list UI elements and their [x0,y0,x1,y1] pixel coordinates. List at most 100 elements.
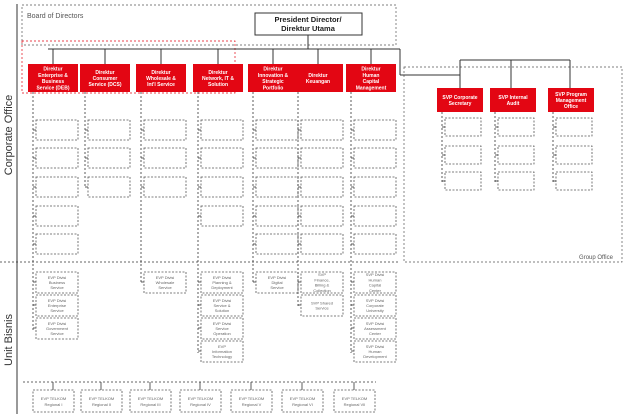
sub-unit-box[interactable] [200,119,244,141]
regional-box[interactable] [333,389,376,413]
business-unit-box[interactable] [200,294,244,317]
sub-unit-box[interactable] [143,119,187,141]
business-unit-box[interactable] [300,294,344,317]
svp-sub-unit-box[interactable] [555,117,593,137]
sub-unit-box[interactable] [143,147,187,169]
sub-unit-box[interactable] [353,147,397,169]
regional-label: EVP TELKOM [138,396,163,401]
svp-title: Audit [507,101,520,107]
business-unit-box[interactable] [353,271,397,294]
director-title: Innovation & [258,73,289,79]
sub-unit-box[interactable] [35,147,79,169]
business-unit-label: Human [369,277,382,282]
regional-box[interactable] [230,389,273,413]
sub-unit-box[interactable] [35,233,79,255]
sub-unit-box[interactable] [255,176,299,198]
sub-unit-box[interactable] [200,205,244,227]
regional-box[interactable] [179,389,222,413]
svp-title: SVP Program [555,92,587,98]
business-unit-label: Service [270,285,284,290]
director-box[interactable] [346,64,396,92]
sub-unit-box[interactable] [255,147,299,169]
svp-box[interactable] [548,88,594,112]
svp-box[interactable] [490,88,536,112]
business-unit-box[interactable] [35,294,79,317]
regional-label-2: Regional VI [292,402,313,407]
business-unit-box[interactable] [353,294,397,317]
svp-box[interactable] [437,88,483,112]
sub-unit-box[interactable] [255,119,299,141]
sub-unit-box[interactable] [143,176,187,198]
red-group-frame [21,40,236,94]
sub-unit-box[interactable] [255,233,299,255]
business-unit-label: EVP Divisi [156,275,175,280]
business-unit-label: Deployment [211,285,233,290]
svp-sub-unit-box[interactable] [497,171,535,191]
business-unit-box[interactable] [143,271,187,294]
director-box[interactable] [80,64,130,92]
regional-label-2: Regional IV [190,402,211,407]
svp-sub-unit-box[interactable] [444,145,482,165]
sub-unit-box[interactable] [353,119,397,141]
sub-unit-box[interactable] [87,119,131,141]
business-unit-label: Collection [313,288,331,293]
sub-unit-box[interactable] [353,233,397,255]
director-box[interactable] [28,64,78,92]
svp-sub-unit-box[interactable] [555,171,593,191]
sub-unit-box[interactable] [35,176,79,198]
sub-unit-box[interactable] [300,205,344,227]
business-unit-label: EVP Divisi [48,298,67,303]
director-title: Capital [363,79,380,85]
regional-label-2: Regional II [92,402,111,407]
sub-unit-box[interactable] [353,205,397,227]
sub-unit-box[interactable] [300,147,344,169]
business-unit-label: University [366,308,384,313]
sub-unit-box[interactable] [35,205,79,227]
board-label: Board of Directors [27,13,84,20]
director-title: Service (DCS) [88,82,121,88]
director-box[interactable] [248,64,298,92]
business-unit-box[interactable] [200,317,244,340]
director-box[interactable] [136,64,186,92]
business-unit-box[interactable] [200,271,244,294]
regional-box[interactable] [32,389,75,413]
business-unit-box[interactable] [35,317,79,340]
sub-unit-box[interactable] [353,176,397,198]
regional-label-2: Regional I [44,402,62,407]
director-box[interactable] [293,64,343,92]
business-unit-label: EVP Divisi [48,321,67,326]
sub-unit-box[interactable] [35,119,79,141]
svp-sub-unit-box[interactable] [444,171,482,191]
business-unit-box[interactable] [300,271,344,294]
regional-label: EVP TELKOM [239,396,264,401]
regional-box[interactable] [80,389,123,413]
business-unit-label: EVP [218,344,226,349]
business-unit-box[interactable] [255,271,299,294]
svp-sub-unit-box[interactable] [497,117,535,137]
director-box[interactable] [193,64,243,92]
sub-unit-box[interactable] [300,119,344,141]
business-unit-label: Human [369,349,382,354]
svp-sub-unit-box[interactable] [444,117,482,137]
business-unit-label: Corporate [366,303,385,308]
svp-sub-unit-box[interactable] [555,145,593,165]
sub-unit-box[interactable] [300,176,344,198]
sub-unit-box[interactable] [200,147,244,169]
director-title: Direktur [43,67,62,73]
sub-unit-box[interactable] [87,147,131,169]
regional-box[interactable] [281,389,324,413]
business-unit-label: SVP Divisi [366,298,385,303]
regional-box[interactable] [129,389,172,413]
sub-unit-box[interactable] [200,176,244,198]
sub-unit-box[interactable] [255,205,299,227]
business-unit-box[interactable] [353,340,397,363]
business-unit-box[interactable] [35,271,79,294]
business-unit-label: EVP Divisi [48,275,67,280]
business-unit-label: Finance, [314,277,329,282]
sub-unit-box[interactable] [87,176,131,198]
svp-sub-unit-box[interactable] [497,145,535,165]
sub-unit-box[interactable] [300,233,344,255]
director-title: Solution [208,82,228,88]
business-unit-box[interactable] [353,317,397,340]
business-unit-box[interactable] [200,340,244,363]
